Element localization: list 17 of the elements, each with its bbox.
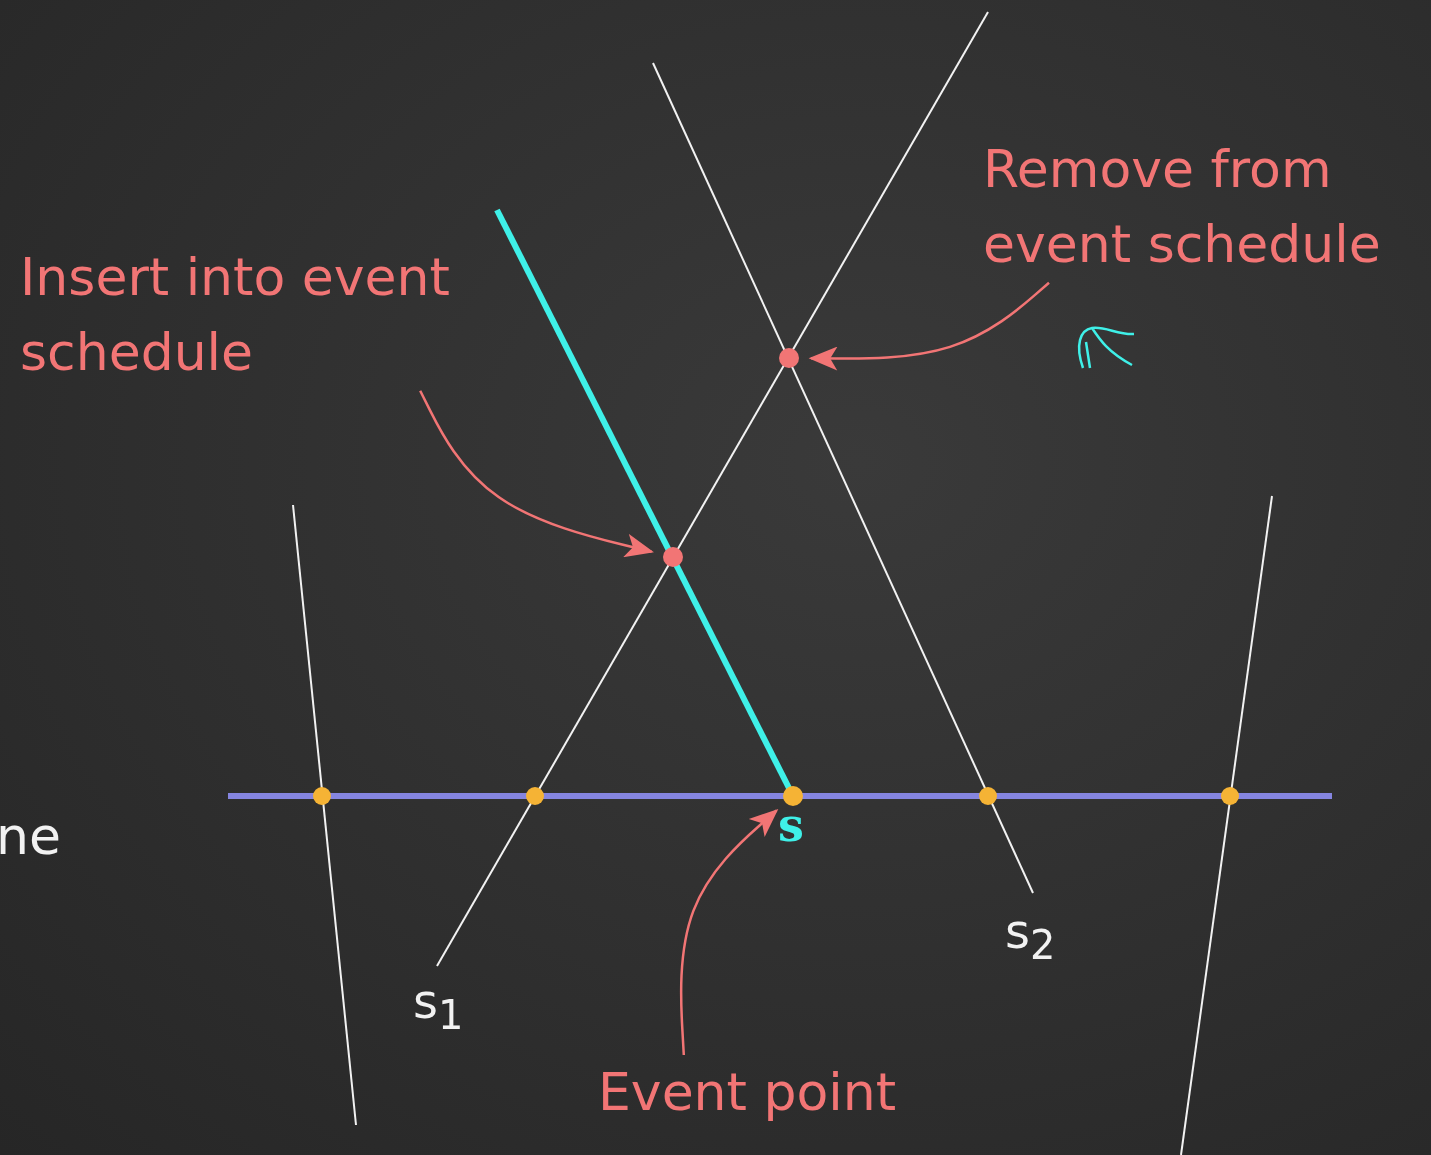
intersection-point	[779, 348, 799, 368]
event-point	[783, 786, 803, 806]
leader-arrow	[419, 390, 654, 558]
cut-off-text: ne	[0, 808, 61, 866]
segment-label: s	[778, 800, 804, 851]
segment-label: s$_{2}$	[1005, 905, 1056, 967]
leader-arrow	[808, 281, 1050, 371]
intersection-point	[313, 787, 331, 805]
leader-arrow	[679, 808, 779, 1056]
intersection-point	[526, 787, 544, 805]
annotation-text: Event point	[598, 1061, 898, 1124]
segment-label: s$_{1}$	[413, 975, 464, 1037]
intersection-point	[979, 787, 997, 805]
annotation-text: Insert into event schedule	[20, 246, 451, 385]
intersection-point	[1221, 787, 1239, 805]
annotation-text: Remove from event schedule	[983, 138, 1382, 277]
intersection-point	[663, 547, 683, 567]
